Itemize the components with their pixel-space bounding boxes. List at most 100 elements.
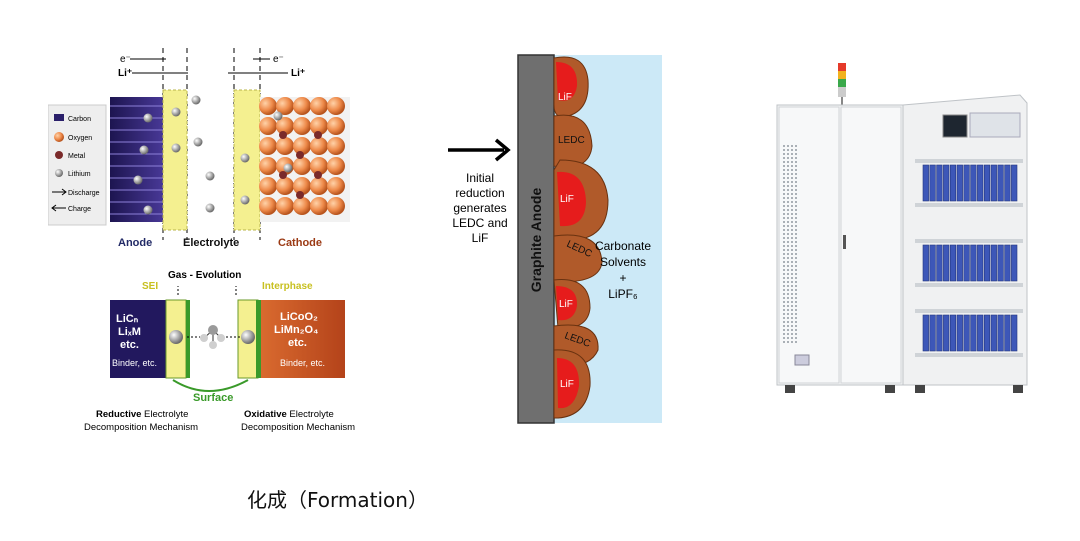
lif-label: LiF <box>560 194 574 205</box>
cathode-material-text: Binder, etc. <box>280 358 325 368</box>
vent-hole <box>787 317 789 319</box>
oxygen-atom <box>259 137 277 155</box>
battery-cell <box>949 314 957 352</box>
vent-hole <box>795 197 797 199</box>
vent-hole <box>795 157 797 159</box>
vent-hole <box>791 249 793 251</box>
arrow-caption: LiF <box>472 231 489 245</box>
vent-hole <box>787 177 789 179</box>
metal-atom <box>314 131 322 139</box>
vent-hole <box>795 241 797 243</box>
vent-hole <box>787 301 789 303</box>
lithium-ion <box>273 111 283 121</box>
arrow-caption: generates <box>453 201 506 215</box>
arrow-caption: LEDC and <box>452 216 507 230</box>
oxygen-atom <box>293 197 311 215</box>
legend-label: Oxygen <box>68 135 92 142</box>
vent-hole <box>783 313 785 315</box>
vent-hole <box>783 217 785 219</box>
lithium-ion <box>143 205 153 215</box>
battery-cell <box>963 244 970 282</box>
vent-hole <box>783 317 785 319</box>
vent-hole <box>795 269 797 271</box>
legend-label: Charge <box>68 206 91 213</box>
vent-hole <box>787 273 789 275</box>
metal-atom <box>279 131 287 139</box>
battery-cell <box>990 164 997 202</box>
lithium-ion <box>133 175 143 185</box>
battery-cell <box>956 314 963 352</box>
battery-cell <box>1011 314 1018 352</box>
battery-cell <box>943 244 950 282</box>
vent-hole <box>791 165 793 167</box>
vent-hole <box>791 285 793 287</box>
vent-hole <box>783 225 785 227</box>
vent-hole <box>787 169 789 171</box>
vent-hole <box>783 269 785 271</box>
vent-hole <box>787 253 789 255</box>
vent-hole <box>787 153 789 155</box>
battery-cell <box>1004 164 1011 202</box>
legend-box <box>48 104 107 226</box>
graphite-anode-diagram: Initial reduction generates LEDC and LiF… <box>448 54 662 424</box>
vent-hole <box>787 165 789 167</box>
vent-hole <box>783 333 785 335</box>
lithium-ion <box>191 95 201 105</box>
oxygen-atom <box>310 157 328 175</box>
vent-hole <box>783 341 785 343</box>
legend-label: Metal <box>68 153 86 160</box>
battery-cell <box>922 164 929 202</box>
vent-hole <box>787 337 789 339</box>
legend-label: Lithium <box>68 171 91 178</box>
surface-arrow-icon <box>172 379 249 392</box>
vent-hole <box>791 293 793 295</box>
vent-hole <box>791 245 793 247</box>
vent-hole <box>791 273 793 275</box>
vent-hole <box>783 157 785 159</box>
vent-hole <box>791 325 793 327</box>
vent-hole <box>795 153 797 155</box>
sei-mechanism-diagram: e⁻ Li⁺ e⁻ Li⁺ Carbon Oxygen Metal Lithiu… <box>48 48 355 433</box>
vent-hole <box>787 157 789 159</box>
vent-hole <box>787 269 789 271</box>
vent-hole <box>787 241 789 243</box>
vent-hole <box>795 341 797 343</box>
vent-hole <box>795 189 797 191</box>
vent-hole <box>791 181 793 183</box>
vent-hole <box>795 289 797 291</box>
vent-hole <box>795 181 797 183</box>
vent-hole <box>791 313 793 315</box>
vent-hole <box>783 265 785 267</box>
vent-hole <box>783 237 785 239</box>
vent-hole <box>783 153 785 155</box>
vent-hole <box>783 241 785 243</box>
vent-hole <box>783 165 785 167</box>
battery-cell <box>963 164 970 202</box>
vent-hole <box>795 305 797 307</box>
vent-hole <box>783 169 785 171</box>
solvent-label: + <box>619 271 626 285</box>
lithium-ion-icon <box>169 330 183 344</box>
lithium-label-2: Li⁺ <box>291 68 305 79</box>
vent-hole <box>787 145 789 147</box>
vent-hole <box>791 277 793 279</box>
vent-hole <box>783 213 785 215</box>
vent-hole <box>795 165 797 167</box>
vent-hole <box>791 213 793 215</box>
vent-hole <box>787 209 789 211</box>
vent-hole <box>791 185 793 187</box>
gas-evolution-label: Gas - Evolution <box>168 270 241 281</box>
oxygen-atom <box>293 117 311 135</box>
oxygen-atom <box>259 117 277 135</box>
oxygen-atom <box>276 117 294 135</box>
lithium-icon <box>55 169 63 177</box>
vent-hole <box>787 229 789 231</box>
vent-hole <box>795 217 797 219</box>
vent-hole <box>791 189 793 191</box>
tray-rail <box>915 309 1023 313</box>
oxygen-atom <box>327 137 345 155</box>
anode-material-text: etc. <box>120 339 139 351</box>
ledc-label: LEDC <box>558 135 585 146</box>
oxygen-atom <box>327 177 345 195</box>
vent-hole <box>795 145 797 147</box>
